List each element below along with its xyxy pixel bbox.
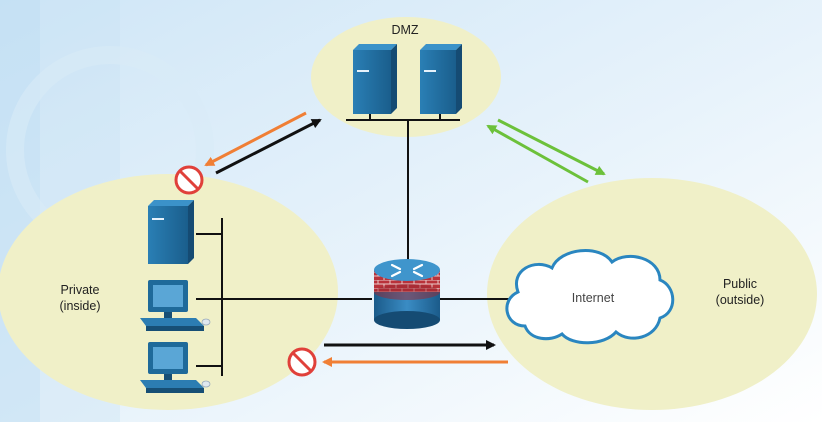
firewall-router-icon	[374, 259, 440, 329]
private-zone-label-line1: Private	[60, 283, 100, 297]
dmz-server-1	[353, 44, 397, 114]
private-zone-label: Private (inside)	[40, 282, 120, 314]
dmz-server-2	[420, 44, 462, 114]
no-entry-icon	[174, 165, 204, 195]
internet-label: Internet	[571, 291, 615, 305]
arrow-private-to-dmz	[215, 118, 322, 175]
private-server	[148, 200, 194, 264]
private-workstation-2	[140, 342, 211, 393]
private-workstation-1	[140, 280, 211, 331]
arrow-dmz-to-public	[497, 118, 606, 176]
public-zone-label-line2: (outside)	[715, 293, 765, 307]
public-zone-label: Public (outside)	[700, 276, 780, 308]
arrow-dmz-to-private-blocked	[204, 111, 307, 167]
public-zone-label-line1: Public	[722, 277, 758, 291]
private-zone-label-line2: (inside)	[59, 299, 101, 313]
dmz-label: DMZ	[391, 23, 419, 37]
cloud-icon	[505, 249, 675, 345]
no-entry-icon	[287, 347, 317, 377]
arrow-public-to-dmz	[486, 124, 589, 184]
